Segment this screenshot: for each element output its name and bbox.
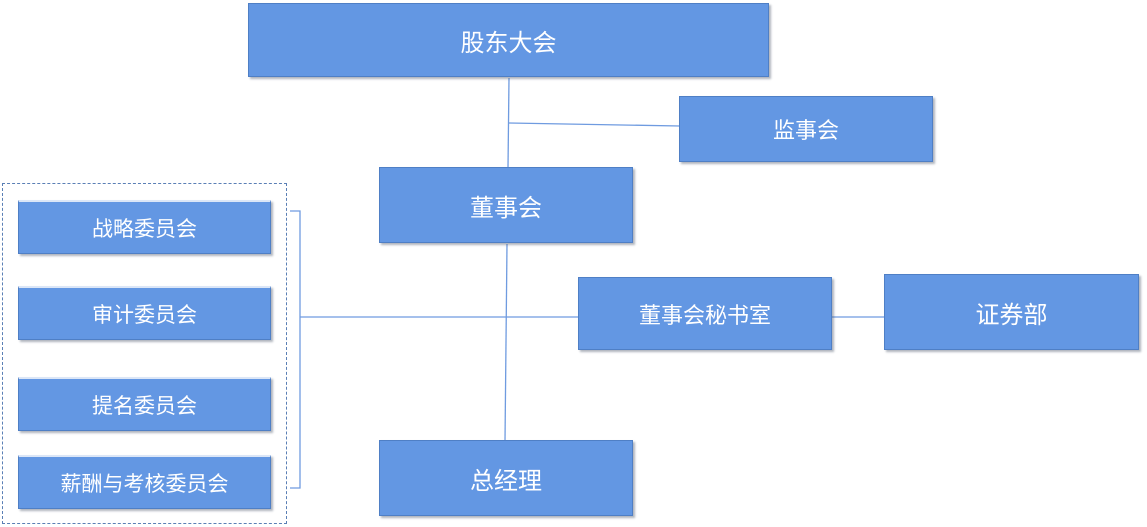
connector-shareholders-to-board [507,77,510,169]
nomination-committee-box[interactable]: 提名委员会 [18,377,271,431]
shareholders-meeting-box[interactable]: 股东大会 [248,3,769,77]
supervisory-board-box[interactable]: 监事会 [679,96,933,162]
audit-committee-box[interactable]: 审计委员会 [18,286,271,340]
strategy-committee-box[interactable]: 战略委员会 [18,200,271,254]
connector-to-supervisory-board [508,122,681,127]
committees-group [2,183,287,524]
compensation-committee-box[interactable]: 薪酬与考核委员会 [18,455,271,509]
general-manager-box[interactable]: 总经理 [379,440,633,516]
board-of-directors-box[interactable]: 董事会 [379,167,633,243]
board-secretary-office-box[interactable]: 董事会秘书室 [578,277,832,350]
committees-bracket [290,210,301,489]
connector-board-to-general-manager [504,243,508,442]
securities-department-box[interactable]: 证券部 [884,274,1139,350]
